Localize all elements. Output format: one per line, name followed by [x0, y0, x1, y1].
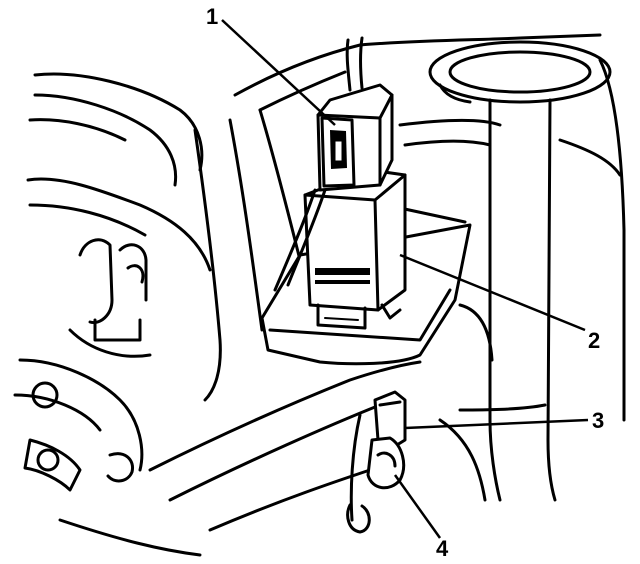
control-module	[303, 168, 407, 330]
leader-1	[221, 19, 336, 126]
vehicle-structure	[26, 33, 626, 557]
leader-3	[404, 418, 589, 430]
callout-2: 2	[588, 328, 600, 353]
leader-2	[399, 253, 586, 332]
harness-clip	[346, 390, 407, 534]
callout-1: 1	[206, 4, 218, 29]
callout-leaders	[221, 19, 589, 539]
leader-4	[393, 474, 442, 539]
wiring-harness	[273, 188, 327, 292]
lower-left-bracket	[13, 238, 152, 492]
electrical-connector	[316, 36, 394, 192]
callout-4: 4	[436, 536, 449, 561]
callout-3: 3	[592, 408, 604, 433]
